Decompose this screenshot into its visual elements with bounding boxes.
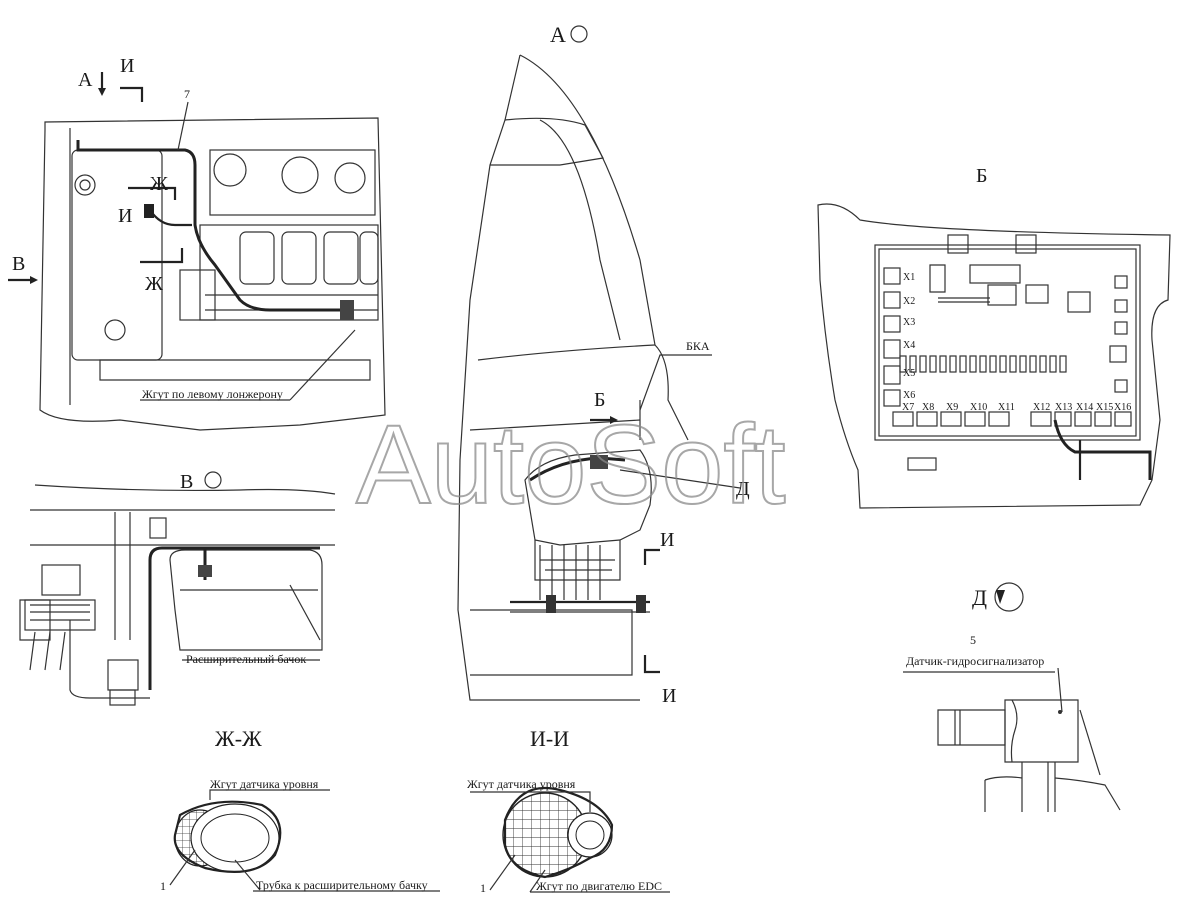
connector-labels-left: X1 X2 X3 X4 X5 X6 xyxy=(903,272,915,401)
section-i-drawing xyxy=(470,786,670,893)
view-v-drawing xyxy=(19,484,336,706)
callout-item-1-right: 1 xyxy=(480,881,486,895)
view-d-title: Д xyxy=(972,585,987,610)
edc-harness-label: Жгут по двигателю EDC xyxy=(536,879,662,893)
cab-side-view xyxy=(457,54,741,701)
view-d-drawing xyxy=(903,667,1121,812)
section-i-top-label: И xyxy=(120,55,134,77)
section-zh-zh-title: Ж-Ж xyxy=(215,726,262,751)
callout-item-7: 7 xyxy=(184,87,190,101)
view-a-arrow-letter: А xyxy=(78,69,93,91)
view-a-title: А xyxy=(550,22,566,47)
connector-x15: X15 xyxy=(1096,402,1113,413)
pipe-to-tank-label: Трубка к расширительному бачку xyxy=(256,878,428,892)
view-v-title: В xyxy=(180,471,193,493)
left-frame-harness-label: Жгут по левому лонжерону xyxy=(142,387,283,401)
bka-block-view xyxy=(817,203,1171,509)
connector-x14: X14 xyxy=(1076,402,1093,413)
connector-x1: X1 xyxy=(903,272,915,283)
section-i-i-title: И-И xyxy=(530,726,569,751)
view-b-title: Б xyxy=(976,165,987,187)
connector-x6: X6 xyxy=(903,390,915,401)
callout-item-5: 5 xyxy=(970,633,976,647)
view-d-rotation-icon xyxy=(994,582,1024,612)
connector-x12: X12 xyxy=(1033,402,1050,413)
view-a-rotation-icon xyxy=(570,25,588,43)
section-zh-drawing xyxy=(169,789,440,892)
connector-x4: X4 xyxy=(903,340,915,351)
connector-labels-bottom: X7 X8 X9 X10 X11 X12 X13 X14 X15 X16 xyxy=(902,402,1131,413)
connector-x7: X7 xyxy=(902,402,914,413)
view-v-rotation-icon xyxy=(204,471,222,489)
connector-x8: X8 xyxy=(922,402,934,413)
connector-x3: X3 xyxy=(903,317,915,328)
connector-x5: X5 xyxy=(903,368,915,379)
engine-top-view xyxy=(8,72,386,431)
section-i-left-label: И xyxy=(118,205,132,227)
view-d-callout-letter: Д xyxy=(736,478,750,500)
connector-x10: X10 xyxy=(970,402,987,413)
connector-x2: X2 xyxy=(903,296,915,307)
bka-label: БКА xyxy=(686,339,710,353)
section-i-upper-label: И xyxy=(660,529,674,551)
connector-x11: X11 xyxy=(998,402,1015,413)
expansion-tank-label: Расширительный бачок xyxy=(186,652,306,666)
level-sensor-harness-left-label: Жгут датчика уровня xyxy=(210,777,319,791)
watermark-text: AutoSoft xyxy=(356,402,786,527)
connector-x13: X13 xyxy=(1055,402,1072,413)
section-zh-top-label: Ж xyxy=(150,173,168,195)
hydro-sensor-label: Датчик-гидросигнализатор xyxy=(906,654,1044,668)
callout-item-1-left: 1 xyxy=(160,879,166,893)
connector-x9: X9 xyxy=(946,402,958,413)
connector-x16: X16 xyxy=(1114,402,1131,413)
view-v-arrow-label: В xyxy=(12,253,25,275)
section-zh-bottom-label: Ж xyxy=(145,273,163,295)
level-sensor-harness-right-label: Жгут датчика уровня xyxy=(467,777,576,791)
view-b-arrow-label: Б xyxy=(594,389,605,411)
section-i-lower-label: И xyxy=(662,685,676,707)
